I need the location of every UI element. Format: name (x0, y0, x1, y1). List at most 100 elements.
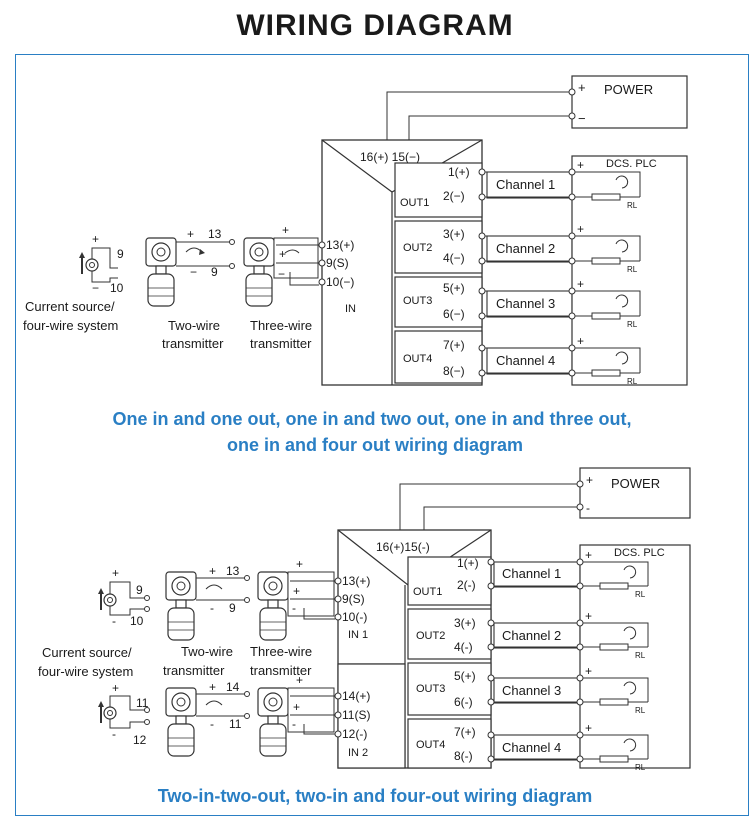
two-wire-2a: Two-wire (181, 644, 233, 659)
out2-label-1: OUT2 (403, 242, 432, 254)
diagram-1: POWER + − 16(+) 15(−) OUT1 1(+) 2(−) OUT… (23, 75, 688, 455)
r2-12: 12 (133, 733, 147, 747)
r1-plus: + (112, 566, 119, 580)
rl-label: RL (635, 763, 646, 772)
power-terminals-2: 16(+)15(-) (376, 540, 430, 554)
channel-4-label-1: Channel 4 (496, 353, 555, 368)
out2-neg-1: 4(−) (443, 251, 465, 265)
in-t13-1: 13(+) (326, 238, 354, 252)
rl-group-2: +−RL+−RL+−RL+−RL (491, 548, 649, 772)
out3-neg-2: 6(-) (454, 695, 473, 709)
two-wire-1a: Two-wire (168, 318, 220, 333)
dcs-pin (568, 232, 576, 240)
rl-loop (575, 171, 641, 197)
power-plus-1: + (578, 80, 586, 95)
rl-loop (575, 290, 641, 316)
cs-9-1: 9 (117, 247, 124, 261)
out2-pos-1: 3(+) (443, 227, 465, 241)
dcs-pin (568, 168, 576, 176)
cs-label-1b: four-wire system (23, 318, 118, 333)
out3-neg-1: 6(−) (443, 307, 465, 321)
rl-loop (583, 734, 649, 759)
in1-label: IN 1 (348, 629, 368, 641)
thw-plus-b-1: + (279, 247, 286, 261)
in1-t13: 13(+) (342, 574, 370, 588)
out1-pos-1: 1(+) (448, 165, 470, 179)
dcs-pin (576, 674, 584, 682)
three-wire-1b: transmitter (250, 336, 312, 351)
thw-plus-1: + (282, 223, 289, 237)
out4-pos-2: 7(+) (454, 725, 476, 739)
dcs-plus: + (577, 277, 584, 291)
caption-1b: one in and four out wiring diagram (227, 435, 523, 455)
two-wire-2b: transmitter (163, 663, 225, 678)
rl-loop (583, 677, 649, 702)
r1-tw-plus: + (209, 564, 216, 578)
in2-t14: 14(+) (342, 689, 370, 703)
in2-label: IN 2 (348, 747, 368, 759)
rl-loop (575, 235, 641, 261)
rl-label: RL (627, 201, 638, 210)
three-wire-1a: Three-wire (250, 318, 312, 333)
in1-t10: 10(-) (342, 610, 367, 624)
rl-resistor (599, 698, 629, 706)
rl-arrow (615, 239, 629, 253)
r2-14: 14 (226, 680, 240, 694)
rl-label: RL (635, 651, 646, 660)
cs-label-2a: Current source/ (42, 645, 132, 660)
dcs-pin (576, 643, 584, 651)
tw-minus-1: − (190, 265, 197, 279)
dcs-box-2 (579, 544, 691, 769)
r1-tw-minus: - (210, 601, 214, 615)
r1-thw-plus: + (296, 557, 303, 571)
out2-neg-2: 4(-) (454, 640, 473, 654)
in-t9-1: 9(S) (326, 256, 349, 270)
dcs-pin (576, 731, 584, 739)
power-label-2: POWER (611, 476, 660, 491)
r1-9: 9 (136, 583, 143, 597)
rl-loop (583, 622, 649, 647)
cs-plus-1: + (92, 232, 99, 246)
dcs-plus: + (577, 158, 584, 172)
rl-label: RL (627, 320, 638, 329)
power-box-2 (579, 467, 691, 519)
channel-4-label-2: Channel 4 (502, 740, 561, 755)
power-plus-2: + (586, 473, 593, 487)
caption-1a: One in and one out, one in and two out, … (113, 409, 632, 429)
channel-1-label-2: Channel 1 (502, 566, 561, 581)
diagram-2: POWER + - 16(+)15(-) OUT1 1(+) 2(-) OUT2… (38, 467, 691, 806)
out1-neg-2: 2(-) (457, 578, 476, 592)
r2-plus: + (112, 681, 119, 695)
dcs-pin (576, 698, 584, 706)
out1-pos-2: 1(+) (457, 556, 479, 570)
tw-9-1: 9 (211, 265, 218, 279)
dcs-pin (576, 582, 584, 590)
cs-minus-1: − (92, 281, 99, 295)
cs-label-2b: four-wire system (38, 664, 133, 679)
r2-11: 11 (136, 696, 149, 710)
dcs-plus: + (577, 334, 584, 348)
rl-loop (583, 561, 649, 586)
r2-minus: - (112, 727, 116, 741)
rl-resistor (591, 369, 621, 377)
r1-thw-plus-b: + (293, 584, 300, 598)
r2-thw-plus-b: + (293, 700, 300, 714)
r2-tw11: 11 (229, 717, 242, 731)
out1-label-1: OUT1 (400, 197, 429, 209)
channel-1-label-1: Channel 1 (496, 177, 555, 192)
dcs-plus: + (585, 721, 592, 735)
channel-2-label-2: Channel 2 (502, 628, 561, 643)
out4-neg-2: 8(-) (454, 749, 473, 763)
rl-arrow (623, 626, 637, 640)
r2-tw-plus: + (209, 680, 216, 694)
out3-label-1: OUT3 (403, 295, 432, 307)
rl-label: RL (635, 706, 646, 715)
rl-group-1: +−RL+−RL+−RL+−RL (482, 158, 641, 386)
r1-10: 10 (130, 614, 144, 628)
rl-arrow (615, 175, 629, 189)
rl-arrow (615, 294, 629, 308)
channel-2-label-1: Channel 2 (496, 241, 555, 256)
dcs-pin (568, 193, 576, 201)
dcs-pin (568, 369, 576, 377)
rl-arrow (623, 738, 637, 752)
